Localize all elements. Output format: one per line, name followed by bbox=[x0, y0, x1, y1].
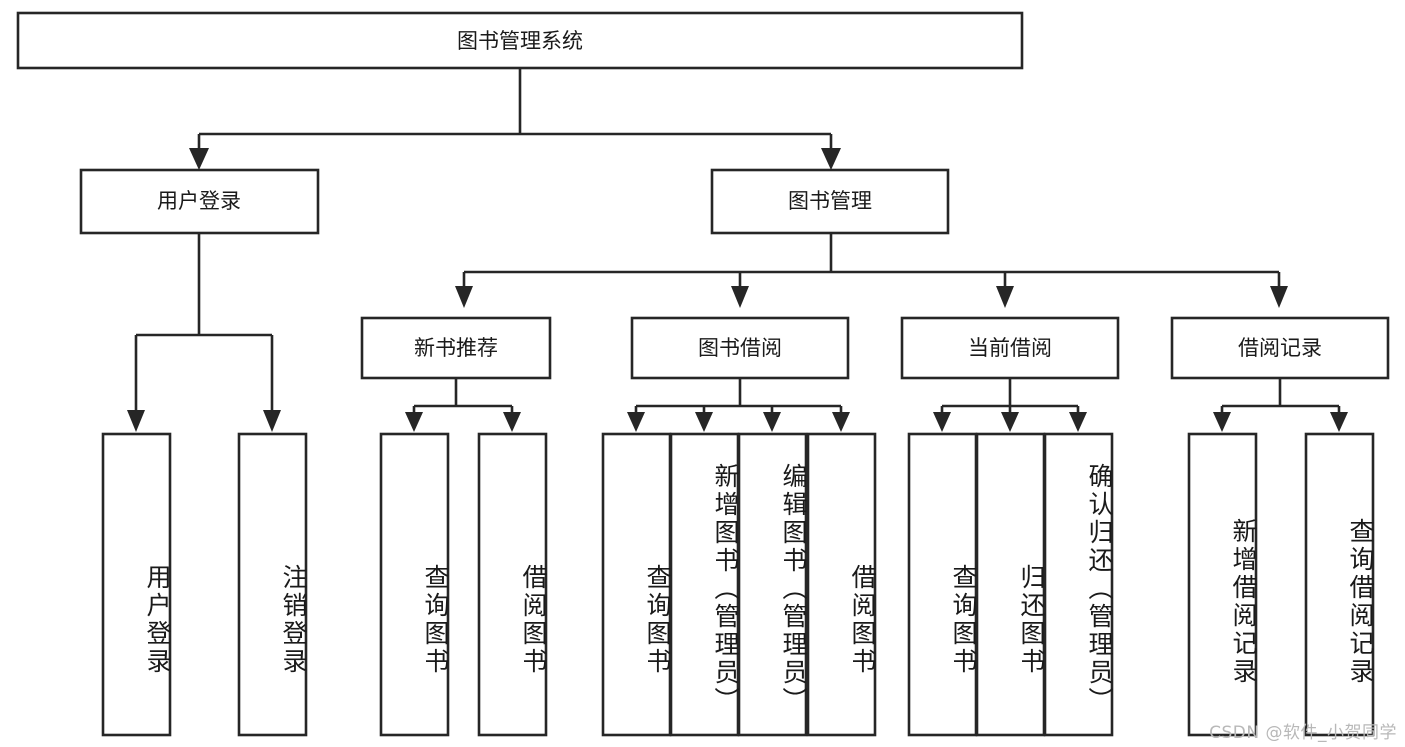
watermark-text: CSDN @软件_小贺同学 bbox=[1209, 723, 1397, 743]
node-new-book-rec-box[interactable] bbox=[360, 316, 552, 380]
connector-book-borrow-to-leaves bbox=[627, 378, 850, 432]
leaf-logout-login-box[interactable] bbox=[237, 432, 308, 737]
arrow-to-leaf-borrow-book-1 bbox=[503, 412, 521, 432]
node-book-borrow[interactable]: 图书借阅 bbox=[630, 316, 850, 380]
arrow-to-current-borrow bbox=[996, 286, 1014, 308]
node-borrow-record-label: 借阅记录 bbox=[1238, 336, 1322, 360]
arrow-to-leaf-query-book-1 bbox=[405, 412, 423, 432]
arrow-to-leaf-add-record bbox=[1213, 412, 1231, 432]
leaf-query-book-1-box[interactable] bbox=[379, 432, 450, 737]
leaf-return-book-box[interactable] bbox=[975, 432, 1046, 737]
node-book-manage[interactable]: 图书管理 bbox=[710, 168, 950, 235]
node-root[interactable]: 图书管理系统 bbox=[16, 11, 1024, 70]
leaf-query-book-3-box[interactable] bbox=[907, 432, 978, 737]
arrow-to-new-book-rec bbox=[455, 286, 473, 308]
node-root-label: 图书管理系统 bbox=[457, 29, 583, 53]
connector-new-book-rec-to-leaves bbox=[405, 378, 521, 432]
leaf-borrow-book-2-box[interactable] bbox=[806, 432, 877, 737]
arrow-to-leaf-query-book-2 bbox=[627, 412, 645, 432]
arrow-to-leaf-query-record bbox=[1330, 412, 1348, 432]
leaf-confirm-return-box[interactable] bbox=[1043, 432, 1114, 737]
leaf-edit-book-box[interactable] bbox=[737, 432, 808, 737]
connector-book-manage-to-level3 bbox=[455, 233, 1288, 308]
node-current-borrow-box[interactable] bbox=[900, 316, 1120, 380]
leaf-borrow-book-1-box[interactable] bbox=[477, 432, 548, 737]
connector-user-login-to-leaves bbox=[127, 233, 281, 432]
node-user-login-box[interactable] bbox=[79, 168, 320, 235]
arrow-to-book-manage bbox=[821, 148, 841, 170]
node-user-login-label: 用户登录 bbox=[157, 189, 241, 213]
arrow-to-user-login bbox=[189, 148, 209, 170]
connector-borrow-record-to-leaves bbox=[1213, 378, 1348, 432]
node-root-box[interactable] bbox=[16, 11, 1024, 70]
node-borrow-record-box[interactable] bbox=[1170, 316, 1390, 380]
node-new-book-rec[interactable]: 新书推荐 bbox=[360, 316, 552, 380]
arrow-to-leaf-edit-book bbox=[763, 412, 781, 432]
leaf-query-record-box[interactable] bbox=[1304, 432, 1375, 737]
leaf-user-login-box[interactable] bbox=[101, 432, 172, 737]
node-book-manage-box[interactable] bbox=[710, 168, 950, 235]
node-book-borrow-box[interactable] bbox=[630, 316, 850, 380]
arrow-to-leaf-logout-login bbox=[263, 410, 281, 432]
leaf-query-book-2-box[interactable] bbox=[601, 432, 672, 737]
arrow-to-leaf-user-login bbox=[127, 410, 145, 432]
connector-root-to-level2 bbox=[189, 68, 841, 170]
node-borrow-record[interactable]: 借阅记录 bbox=[1170, 316, 1390, 380]
leaf-boxes bbox=[101, 432, 1375, 737]
node-current-borrow-label: 当前借阅 bbox=[968, 336, 1052, 360]
arrow-to-leaf-confirm-return bbox=[1069, 412, 1087, 432]
arrow-to-leaf-query-book-3 bbox=[933, 412, 951, 432]
node-book-manage-label: 图书管理 bbox=[788, 189, 872, 213]
arrow-to-leaf-add-book bbox=[695, 412, 713, 432]
node-current-borrow[interactable]: 当前借阅 bbox=[900, 316, 1120, 380]
arrow-to-leaf-borrow-book-2 bbox=[832, 412, 850, 432]
node-book-borrow-label: 图书借阅 bbox=[698, 336, 782, 360]
arrow-to-borrow-record bbox=[1270, 286, 1288, 308]
arrow-to-book-borrow bbox=[731, 286, 749, 308]
connector-current-borrow-to-leaves bbox=[933, 378, 1087, 432]
arrow-to-leaf-return-book bbox=[1001, 412, 1019, 432]
node-user-login[interactable]: 用户登录 bbox=[79, 168, 320, 235]
leaf-add-book-box[interactable] bbox=[669, 432, 740, 737]
node-new-book-rec-label: 新书推荐 bbox=[414, 336, 498, 360]
leaf-add-record-box[interactable] bbox=[1187, 432, 1258, 737]
